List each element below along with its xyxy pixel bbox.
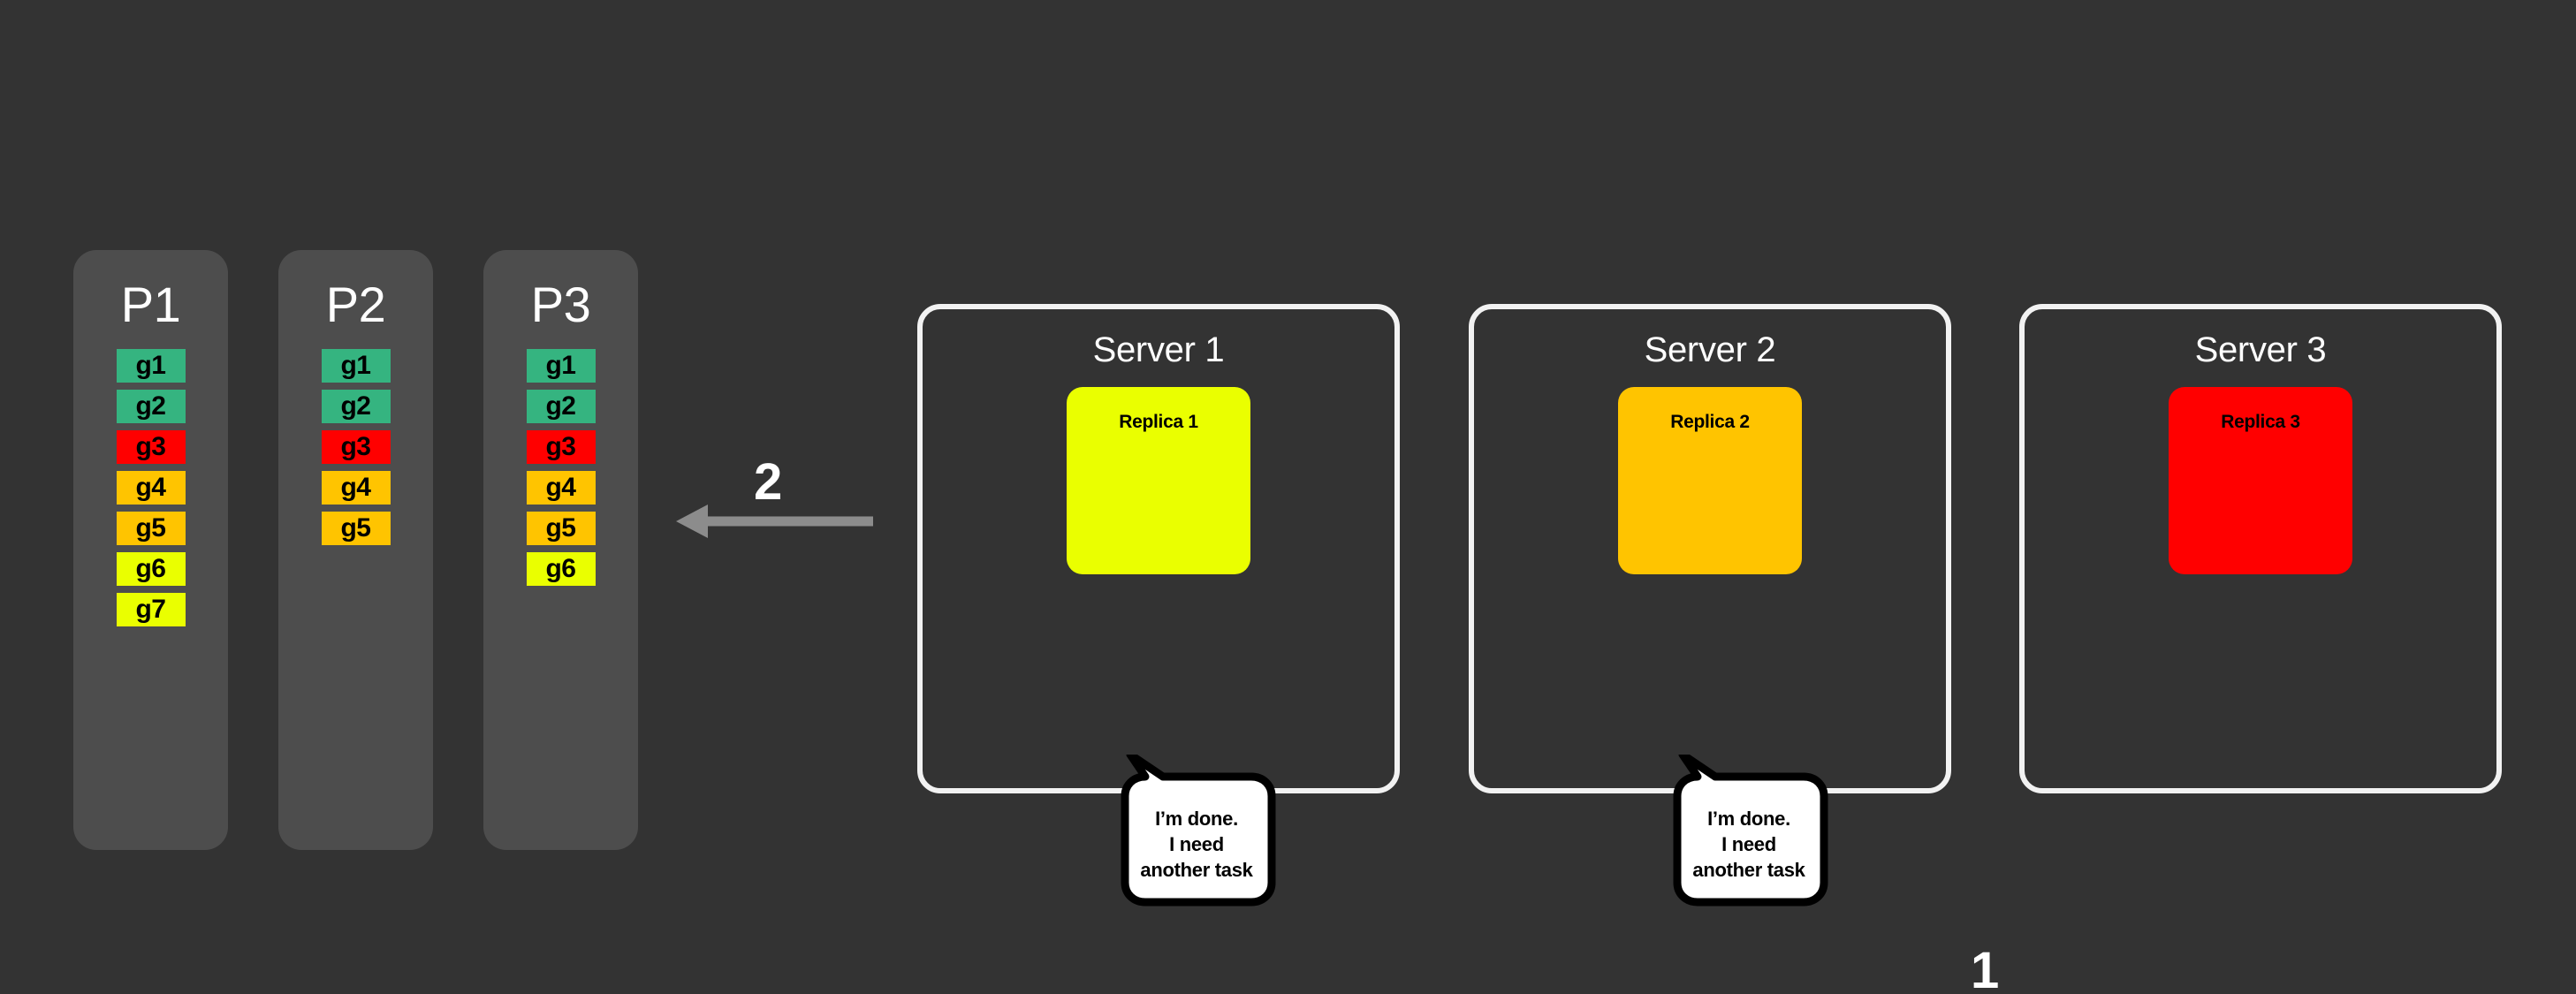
replica-label: Replica 2 xyxy=(1670,412,1750,432)
server-title: Server 1 xyxy=(1092,330,1225,369)
partition-task-list: g1 g2 g3 g4 g5 g6 g7 xyxy=(73,349,228,626)
arrow-step-label-2: 2 xyxy=(754,453,782,511)
speech-bubble-shape xyxy=(1673,755,1828,907)
task-block[interactable]: g2 xyxy=(321,390,391,423)
server-box-1: Server 1 Replica 1 xyxy=(917,304,1400,793)
replica-label: Replica 3 xyxy=(2221,412,2300,432)
replica-block-2[interactable]: Replica 2 xyxy=(1618,387,1802,574)
task-block[interactable]: g5 xyxy=(116,512,186,545)
task-block[interactable]: g2 xyxy=(526,390,596,423)
partition-title: P3 xyxy=(530,277,591,332)
task-block[interactable]: g4 xyxy=(321,471,391,505)
partition-column-p2: P2 g1 g2 g3 g4 g5 xyxy=(278,250,433,850)
task-block[interactable]: g5 xyxy=(526,512,596,545)
task-block[interactable]: g2 xyxy=(116,390,186,423)
task-block[interactable]: g3 xyxy=(321,430,391,464)
partition-title: P1 xyxy=(120,277,181,332)
server-title: Server 3 xyxy=(2194,330,2327,369)
task-block[interactable]: g1 xyxy=(116,349,186,383)
step-label-1: 1 xyxy=(1971,942,1999,994)
task-block[interactable]: g1 xyxy=(321,349,391,383)
task-block[interactable]: g6 xyxy=(526,552,596,586)
task-block[interactable]: g5 xyxy=(321,512,391,545)
task-block[interactable]: g4 xyxy=(116,471,186,505)
server-box-3: Server 3 Replica 3 xyxy=(2019,304,2502,793)
task-block[interactable]: g6 xyxy=(116,552,186,586)
task-block[interactable]: g3 xyxy=(526,430,596,464)
partition-column-p1: P1 g1 g2 g3 g4 g5 g6 g7 xyxy=(73,250,228,850)
task-block[interactable]: g4 xyxy=(526,471,596,505)
replica-block-1[interactable]: Replica 1 xyxy=(1067,387,1250,574)
replica-block-3[interactable]: Replica 3 xyxy=(2169,387,2352,574)
partition-column-p3: P3 g1 g2 g3 g4 g5 g6 xyxy=(483,250,638,850)
arrow-left-icon xyxy=(676,505,873,538)
replica-label: Replica 1 xyxy=(1119,412,1198,432)
task-block[interactable]: g7 xyxy=(116,593,186,626)
task-block[interactable]: g3 xyxy=(116,430,186,464)
server-title: Server 2 xyxy=(1644,330,1776,369)
partition-title: P2 xyxy=(325,277,386,332)
speech-bubble-shape xyxy=(1121,755,1276,907)
partition-task-list: g1 g2 g3 g4 g5 g6 xyxy=(483,349,638,586)
server-box-2: Server 2 Replica 2 xyxy=(1469,304,1951,793)
partition-task-list: g1 g2 g3 g4 g5 xyxy=(278,349,433,545)
task-block[interactable]: g1 xyxy=(526,349,596,383)
